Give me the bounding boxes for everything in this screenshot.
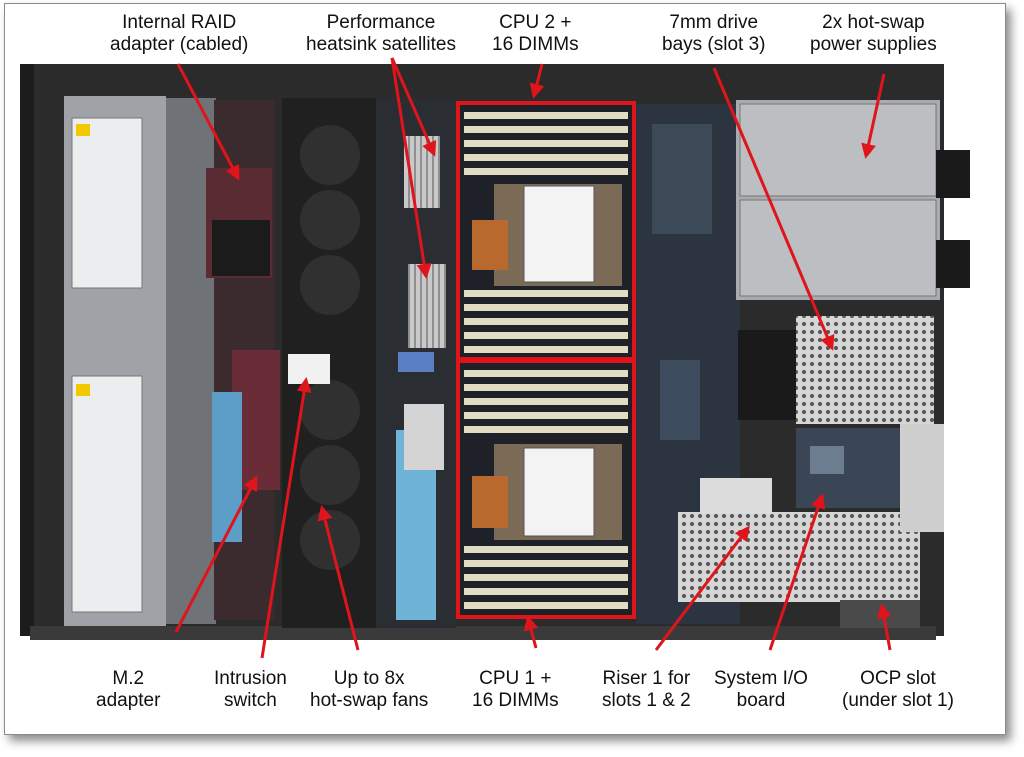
- riser-cage: [678, 424, 944, 628]
- cpu1-arrow: [523, 615, 539, 649]
- cpu1-region: [458, 362, 634, 616]
- cpu2-arrow: [529, 63, 545, 99]
- satellite-arrow-1: [390, 57, 437, 157]
- satellite-arrow-2: [390, 57, 432, 279]
- callout-power-supplies: 2x hot-swap power supplies: [810, 12, 937, 55]
- callout-intrusion-switch: Intrusion switch: [214, 668, 287, 711]
- front-drive-bay: [64, 96, 216, 626]
- callout-cpu2: CPU 2 + 16 DIMMs: [492, 12, 579, 55]
- callout-drive-bays: 7mm drive bays (slot 3): [662, 12, 766, 55]
- callout-cpu1: CPU 1 + 16 DIMMs: [472, 668, 559, 711]
- heatsink-satellites: [404, 136, 446, 470]
- callout-ocp-slot: OCP slot (under slot 1): [842, 668, 954, 711]
- callout-raid-adapter: Internal RAID adapter (cabled): [110, 12, 249, 55]
- fans-arrow: [317, 505, 360, 651]
- callout-m2-adapter: M.2 adapter: [96, 668, 161, 711]
- callout-fans: Up to 8x hot-swap fans: [310, 668, 429, 711]
- callout-system-io: System I/O board: [714, 668, 808, 711]
- system-io-board: [796, 428, 900, 508]
- cpu1-highlight-box: [456, 359, 636, 619]
- intrusion-switch-arrow: [260, 377, 312, 659]
- drive-bays-arrow: [712, 67, 835, 351]
- raid-adapter-area: [206, 100, 280, 620]
- drive-bay-7mm: [738, 316, 934, 424]
- cpu2-region: [458, 104, 634, 358]
- riser-arrow: [654, 525, 750, 651]
- power-supply-arrow: [861, 73, 886, 159]
- raid-adapter-arrow: [176, 63, 240, 181]
- system-io-arrow: [768, 493, 826, 651]
- m2-arrow: [174, 475, 258, 633]
- ocp-arrow: [876, 603, 892, 651]
- callout-riser: Riser 1 for slots 1 & 2: [602, 668, 691, 711]
- callout-heatsink-satellites: Performance heatsink satellites: [306, 12, 456, 55]
